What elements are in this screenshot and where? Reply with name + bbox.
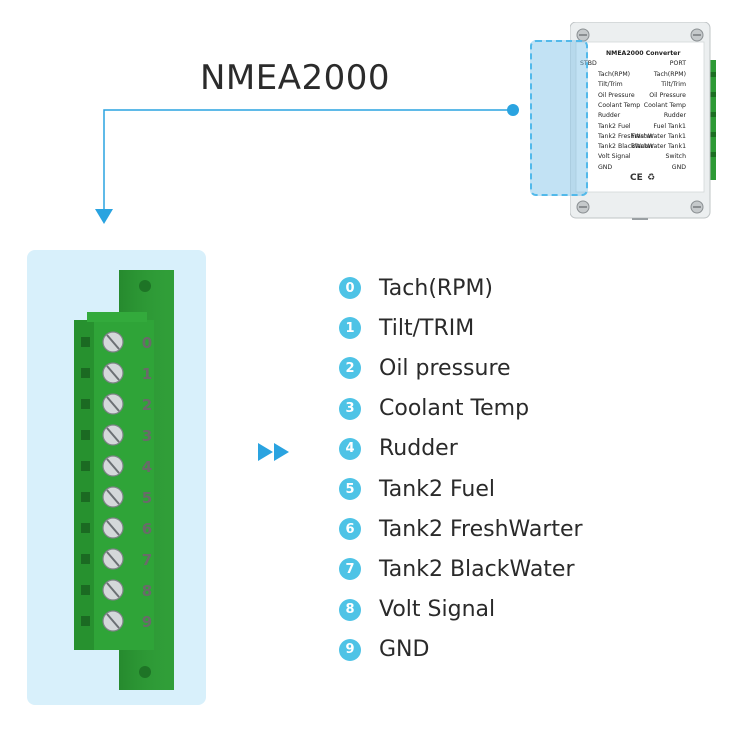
device-left-label: Tank2 Fuel <box>598 122 631 130</box>
pin-number-badge: 9 <box>339 638 361 661</box>
terminal-block-image: 0 1 2 3 4 5 6 7 8 9 <box>74 270 174 690</box>
device-right-label: Coolant Temp <box>643 101 686 109</box>
device-left-label: Rudder <box>598 112 621 120</box>
pin-label: Tank2 Fuel <box>379 476 495 502</box>
wire-slot <box>81 461 90 471</box>
wire-slot <box>81 368 90 378</box>
device-left-label: Volt Signal <box>598 153 631 161</box>
down-arrow-icon <box>95 209 113 224</box>
terminal-number: 1 <box>142 365 152 383</box>
converter-device-image: CE ♻ <box>570 22 716 220</box>
legend-item: 9 GND <box>339 630 429 670</box>
device-right-label: Switch <box>665 153 686 161</box>
wire-slot <box>81 523 90 533</box>
device-right-label: GND <box>671 163 686 171</box>
ce-mark-icon: CE <box>630 173 643 183</box>
legend-item: 6 Tank2 FreshWarter <box>339 509 583 549</box>
wire-slot <box>81 492 90 502</box>
pin-number-badge: 6 <box>339 518 361 541</box>
screw-slot <box>106 520 120 536</box>
legend-item: 8 Volt Signal <box>339 590 495 630</box>
terminal-number: 9 <box>142 613 152 631</box>
device-right-label: Oil Pressure <box>649 91 686 99</box>
device-right-label: Tach(RPM) <box>653 71 686 78</box>
terminal-number: 0 <box>142 334 152 352</box>
legend-item: 1 Tilt/TRIM <box>339 308 474 348</box>
device-right-label: Fuel Tank1 <box>653 122 686 130</box>
pin-number-badge: 1 <box>339 317 361 340</box>
wire-slot <box>81 585 90 595</box>
terminal-number: 8 <box>142 582 152 600</box>
device-left-label: Coolant Temp <box>598 101 641 109</box>
wire-slot <box>81 554 90 564</box>
terminal-number: 6 <box>142 520 152 538</box>
pin-label: Tilt/TRIM <box>379 315 475 341</box>
pin-number-badge: 8 <box>339 598 361 621</box>
terminal-highlight-box <box>530 40 588 196</box>
legend-item: 4 Rudder <box>339 429 458 469</box>
device-right-header: PORT <box>669 60 686 67</box>
nmea2000-title: NMEA2000 <box>200 58 391 98</box>
wire-slot <box>81 399 90 409</box>
recycle-icon: ♻ <box>647 173 655 183</box>
pin-label: Tank2 BlackWater <box>379 556 575 582</box>
device-left-label: Tilt/Trim <box>598 81 623 89</box>
device-left-label: Oil Pressure <box>598 91 635 99</box>
screw-slot <box>106 613 120 629</box>
screw-slot <box>106 365 120 381</box>
screw-slot <box>106 458 120 474</box>
double-arrow-icon <box>258 443 289 461</box>
legend-item: 5 Tank2 Fuel <box>339 469 495 509</box>
terminal-number: 7 <box>142 551 152 569</box>
pin-label: Tank2 FreshWarter <box>379 516 583 542</box>
pin-label: Rudder <box>379 436 458 462</box>
screw-slot <box>106 489 120 505</box>
device-right-label: BlackWater Tank1 <box>631 143 686 151</box>
pin-number-badge: 2 <box>339 357 361 380</box>
pin-number-badge: 3 <box>339 397 361 420</box>
legend-item: 3 Coolant Temp <box>339 389 529 429</box>
terminal-screws: 0 1 2 3 4 5 6 7 8 9 <box>81 331 152 632</box>
pin-number-badge: 0 <box>339 277 361 299</box>
screw-slot <box>106 396 120 412</box>
pin-label: GND <box>379 637 430 663</box>
terminal-zoom-panel: 0 1 2 3 4 5 6 7 8 9 <box>27 250 206 705</box>
pin-label: Coolant Temp <box>379 396 530 422</box>
device-left-label: Tach(RPM) <box>598 71 631 78</box>
screw-slot <box>106 551 120 567</box>
device-right-label: Rudder <box>663 112 686 120</box>
pin-number-badge: 5 <box>339 478 361 500</box>
device-left-label: Tank2 FreshWater <box>598 132 653 140</box>
pin-number-badge: 7 <box>339 558 361 581</box>
screw-slot <box>106 334 120 350</box>
pin-number-badge: 4 <box>339 437 361 460</box>
wire-slot <box>81 430 90 440</box>
pin-label: Tach(RPM) <box>379 275 494 301</box>
device-name: NMEA2000 Converter <box>606 50 681 57</box>
legend-item: 7 Tank2 BlackWater <box>339 549 575 589</box>
wire-slot <box>81 616 90 626</box>
legend-item: 2 Oil pressure <box>339 348 511 388</box>
pin-label: Oil pressure <box>379 355 511 381</box>
legend-item: 0 Tach(RPM) <box>339 268 493 308</box>
terminal-number: 2 <box>142 396 152 414</box>
terminal-number: 3 <box>142 427 152 445</box>
screw-slot <box>106 427 120 443</box>
wire-slot <box>81 337 90 347</box>
device-left-label: Tank2 BlackWater <box>598 143 653 151</box>
device-left-label: GND <box>598 163 613 171</box>
terminal-number: 4 <box>142 458 152 476</box>
pin-label: Volt Signal <box>379 597 496 623</box>
device-right-label: FreshWater Tank1 <box>631 132 686 140</box>
screw-slot <box>106 582 120 598</box>
terminal-number: 5 <box>142 489 152 507</box>
device-left-header: STBD <box>580 60 597 67</box>
line-endpoint-dot <box>507 104 519 116</box>
device-right-label: Tilt/Trim <box>661 81 686 89</box>
